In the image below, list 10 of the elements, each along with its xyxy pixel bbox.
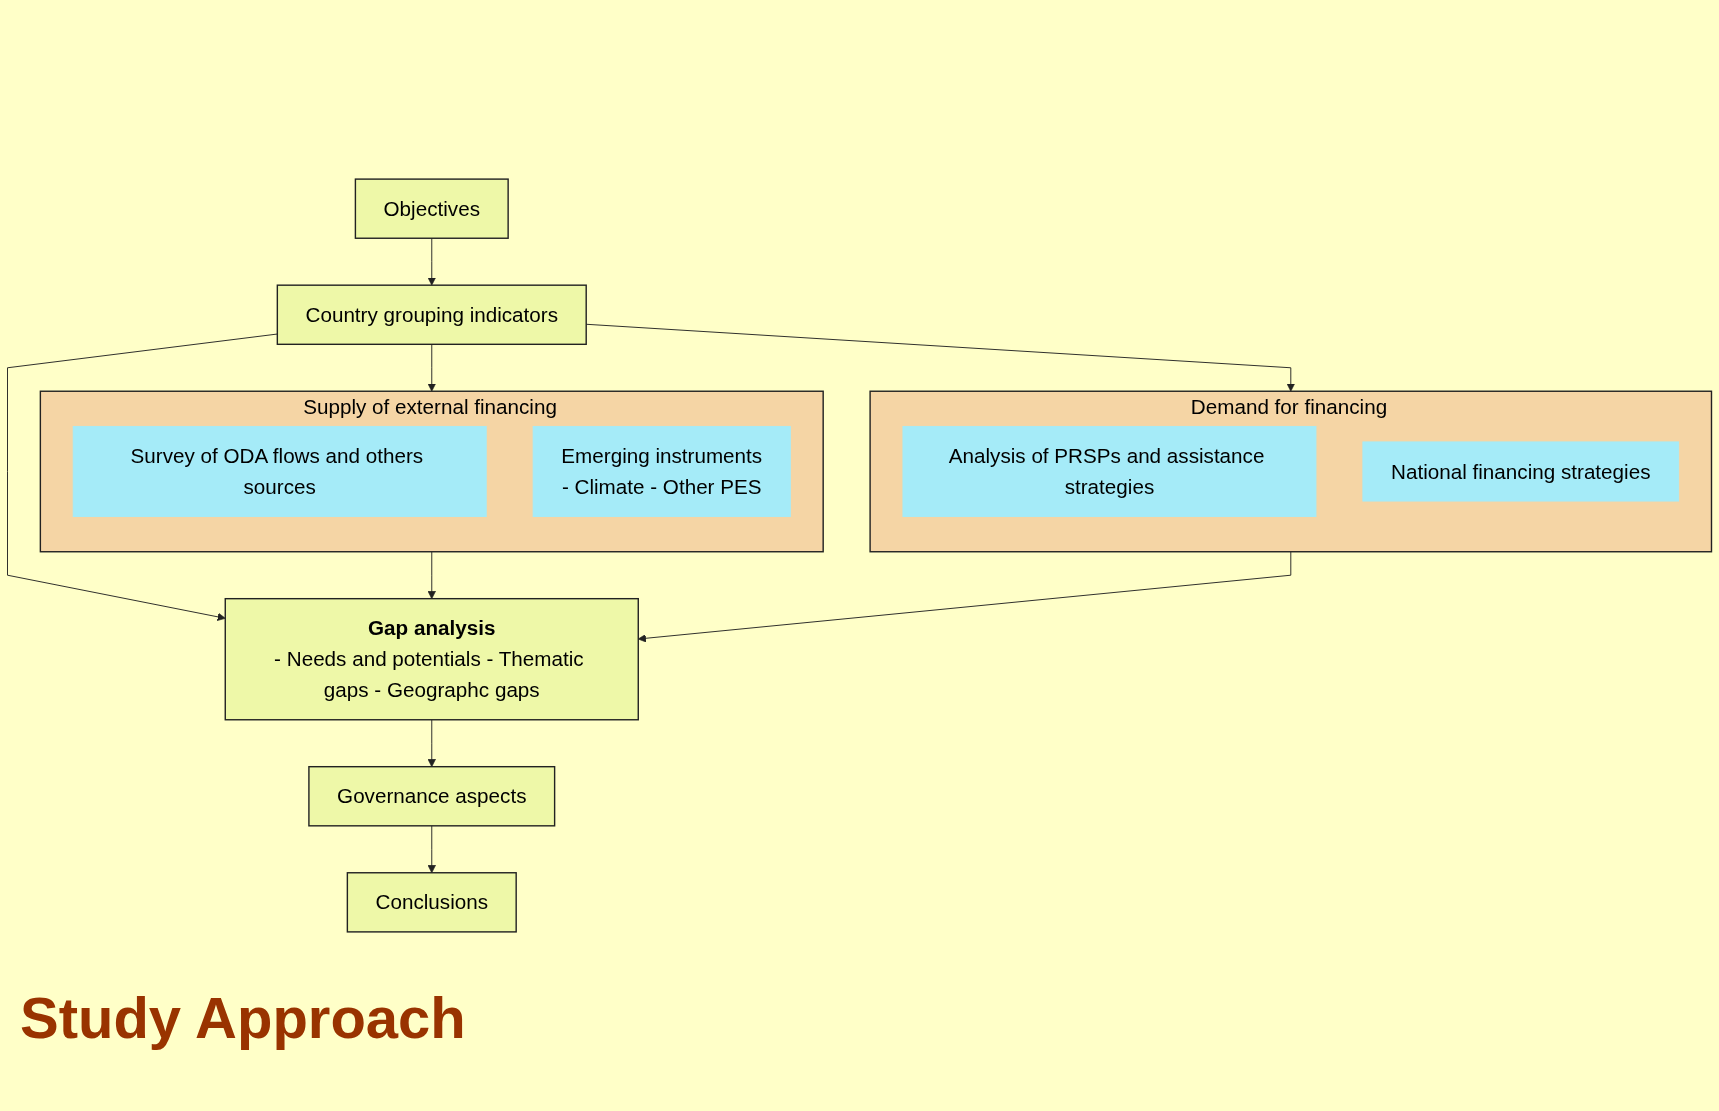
node-box: Governance aspects [308, 766, 556, 827]
node-box: National financing strategies [1362, 441, 1680, 502]
diagram-title: Study Approach [20, 984, 466, 1051]
node-box: Survey of ODA flows and others sources [72, 425, 487, 517]
node-box: Emerging instruments - Climate - Other PES [532, 425, 791, 517]
node-box: Conclusions [346, 872, 517, 933]
node-box: Objectives [354, 178, 509, 239]
node-box: Country grouping indicators [276, 284, 587, 345]
node-box: Gap analysis - Needs and potentials - Thematic gaps - Geographc gaps [224, 597, 639, 721]
node-box: Analysis of PRSPs and assistance strategies [902, 425, 1317, 517]
